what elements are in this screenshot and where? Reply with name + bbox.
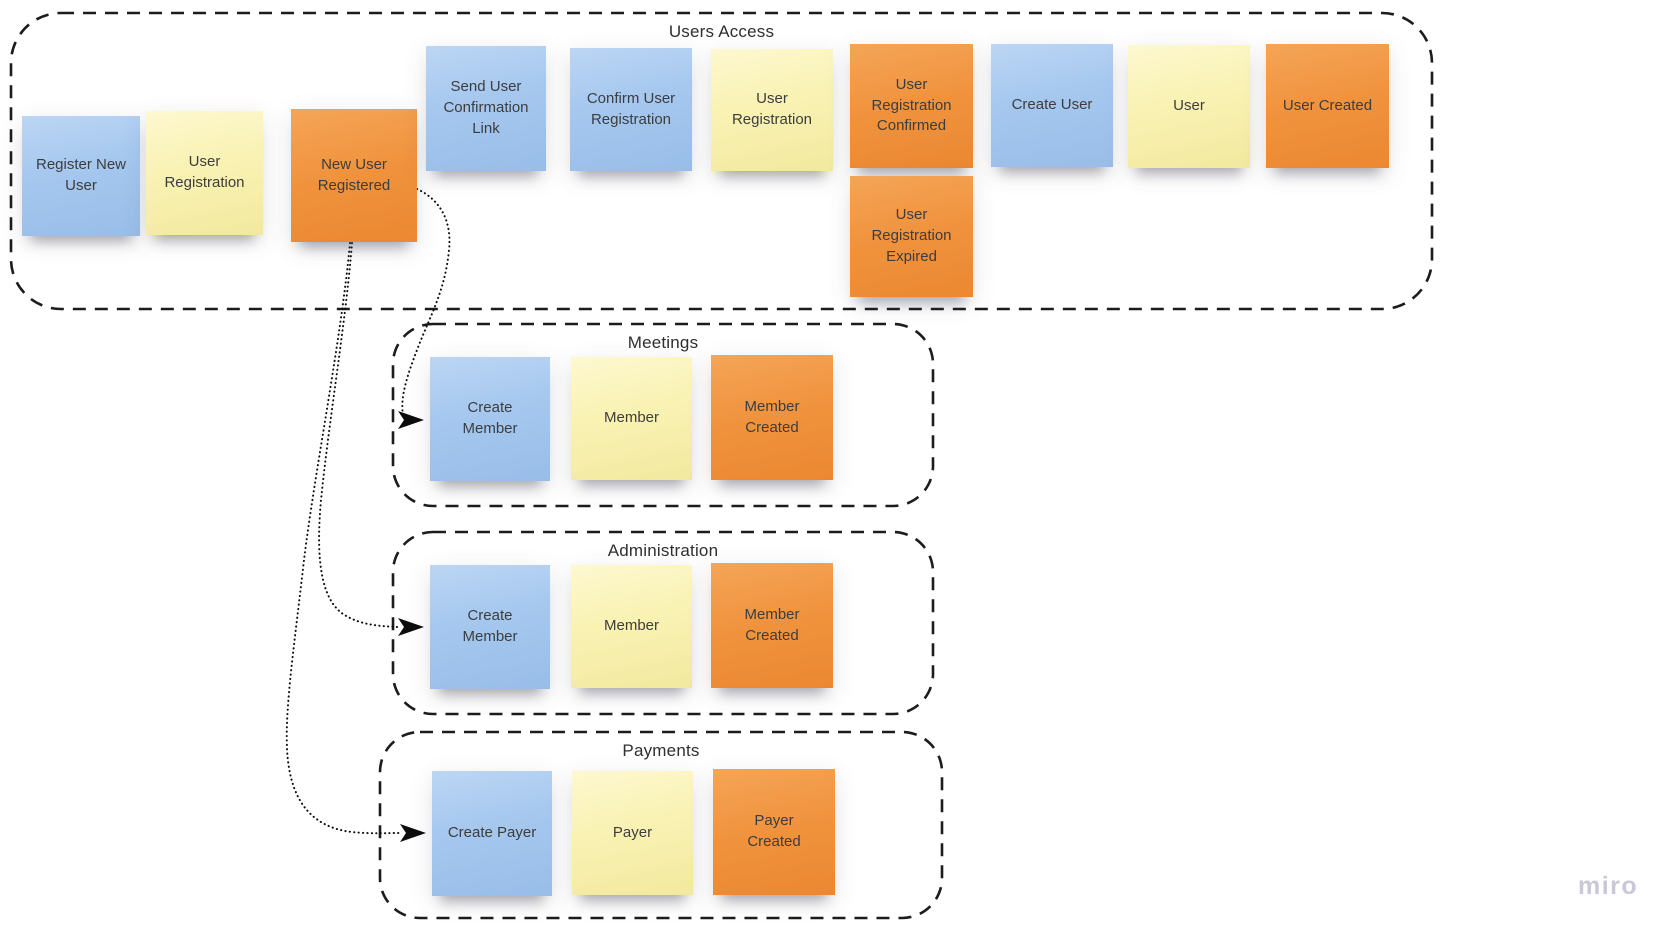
connector-new-user-registered-to-administration[interactable] bbox=[318, 242, 399, 628]
arrowhead-icon-new-user-registered-to-administration bbox=[398, 618, 424, 636]
sticky-note-label: Member bbox=[603, 617, 659, 635]
arrowhead-icon-new-user-registered-to-meetings bbox=[398, 411, 424, 429]
sticky-note-label: Register New User bbox=[35, 156, 127, 194]
sticky-note-label: Create Payer bbox=[447, 824, 537, 842]
sticky-note-users-access-user-registration[interactable]: User Registration bbox=[146, 111, 263, 235]
sticky-note-meetings-create-member[interactable]: Create Member bbox=[430, 357, 550, 481]
sticky-note-administration-member-created[interactable]: Member Created bbox=[711, 563, 833, 688]
sticky-note-administration-create-member[interactable]: Create Member bbox=[430, 565, 550, 689]
sticky-note-users-access-user-registration[interactable]: User Registration bbox=[711, 49, 833, 171]
sticky-note-payments-payer-created[interactable]: Payer Created bbox=[713, 769, 835, 895]
miro-watermark: miro bbox=[1578, 872, 1639, 900]
frame-title-users-access[interactable]: Users Access bbox=[668, 22, 775, 41]
sticky-note-payments-payer[interactable]: Payer bbox=[572, 771, 693, 895]
sticky-note-label: Member Created bbox=[744, 605, 800, 644]
sticky-note-label: User Registration Expired bbox=[871, 206, 952, 265]
sticky-note-label: Payer bbox=[612, 823, 653, 841]
sticky-note-users-access-user-registration-confirmed[interactable]: User Registration Confirmed bbox=[850, 44, 973, 168]
sticky-note-label: Send User Confirmation Link bbox=[443, 78, 529, 137]
sticky-note-users-access-user[interactable]: User bbox=[1128, 45, 1250, 168]
frame-title-meetings[interactable]: Meetings bbox=[627, 333, 699, 352]
sticky-note-payments-create-payer[interactable]: Create Payer bbox=[432, 771, 552, 896]
sticky-note-meetings-member-created[interactable]: Member Created bbox=[711, 355, 833, 480]
sticky-note-label: Create Member bbox=[462, 399, 518, 437]
sticky-note-label: Member Created bbox=[744, 397, 800, 436]
frame-title-payments[interactable]: Payments bbox=[622, 741, 700, 760]
sticky-note-label: User Created bbox=[1282, 96, 1373, 114]
sticky-note-label: Confirm User Registration bbox=[586, 89, 676, 128]
arrowhead-icon-new-user-registered-to-payments bbox=[400, 824, 426, 842]
sticky-note-label: User bbox=[1173, 97, 1205, 115]
sticky-note-label: Payer Created bbox=[747, 812, 801, 850]
sticky-note-meetings-member[interactable]: Member bbox=[571, 357, 692, 480]
sticky-note-users-access-confirm-user-registration[interactable]: Confirm User Registration bbox=[570, 48, 692, 171]
sticky-note-label: User Registration Confirmed bbox=[871, 75, 952, 135]
sticky-note-users-access-register-new-user[interactable]: Register New User bbox=[22, 116, 140, 236]
sticky-note-administration-member[interactable]: Member bbox=[571, 565, 692, 688]
sticky-note-label: Member bbox=[603, 409, 659, 427]
sticky-note-users-access-user-created[interactable]: User Created bbox=[1266, 44, 1389, 168]
sticky-note-label: User Registration bbox=[731, 90, 813, 128]
sticky-note-label: Create Member bbox=[462, 607, 518, 645]
sticky-note-users-access-create-user[interactable]: Create User bbox=[991, 44, 1113, 167]
sticky-note-users-access-new-user-registered[interactable]: New User Registered bbox=[291, 109, 417, 242]
sticky-note-label: User Registration bbox=[164, 153, 245, 191]
frame-title-administration[interactable]: Administration bbox=[607, 541, 719, 560]
sticky-note-users-access-send-user-confirmation-link[interactable]: Send User Confirmation Link bbox=[426, 46, 546, 171]
sticky-note-label: Create User bbox=[1011, 96, 1093, 114]
sticky-note-users-access-user-registration-expired[interactable]: User Registration Expired bbox=[850, 176, 973, 297]
sticky-note-label: New User Registered bbox=[317, 155, 391, 194]
